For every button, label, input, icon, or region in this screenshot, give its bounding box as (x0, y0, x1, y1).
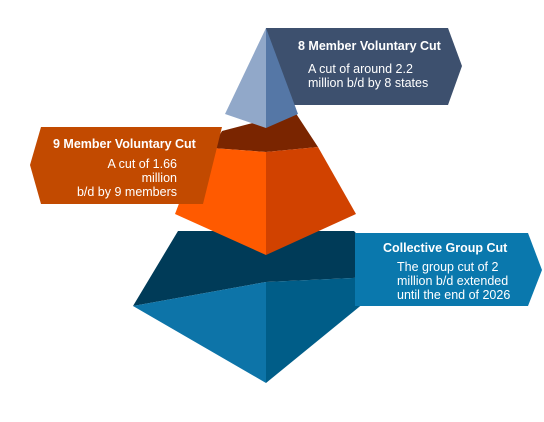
top-tier-label: 8 Member Voluntary Cut A cut of around 2… (298, 39, 441, 90)
top-tier-description: A cut of around 2.2 million b/d by 8 sta… (308, 62, 429, 90)
bottom-tier-callout (355, 233, 542, 306)
bottom-tier-left-face (133, 282, 266, 383)
bottom-tier-description: The group cut of 2 million b/d extended … (397, 260, 511, 302)
bottom-tier-label: Collective Group Cut The group cut of 2 … (383, 241, 510, 302)
middle-tier-callout (30, 127, 222, 204)
middle-tier-title: 9 Member Voluntary Cut (53, 137, 196, 151)
top-tier-right-face (266, 28, 298, 128)
top-tier-left-face (225, 28, 266, 128)
middle-tier-right-face (266, 147, 356, 255)
bottom-tier-title: Collective Group Cut (383, 241, 508, 255)
bottom-tier-top-face (133, 231, 397, 306)
middle-tier-description: A cut of 1.66 million b/d by 9 members (76, 157, 177, 199)
middle-tier-top-face (212, 112, 318, 152)
middle-tier-label: 9 Member Voluntary Cut A cut of 1.66 mil… (53, 137, 196, 199)
top-tier-callout (266, 28, 462, 105)
top-tier-title: 8 Member Voluntary Cut (298, 39, 441, 53)
